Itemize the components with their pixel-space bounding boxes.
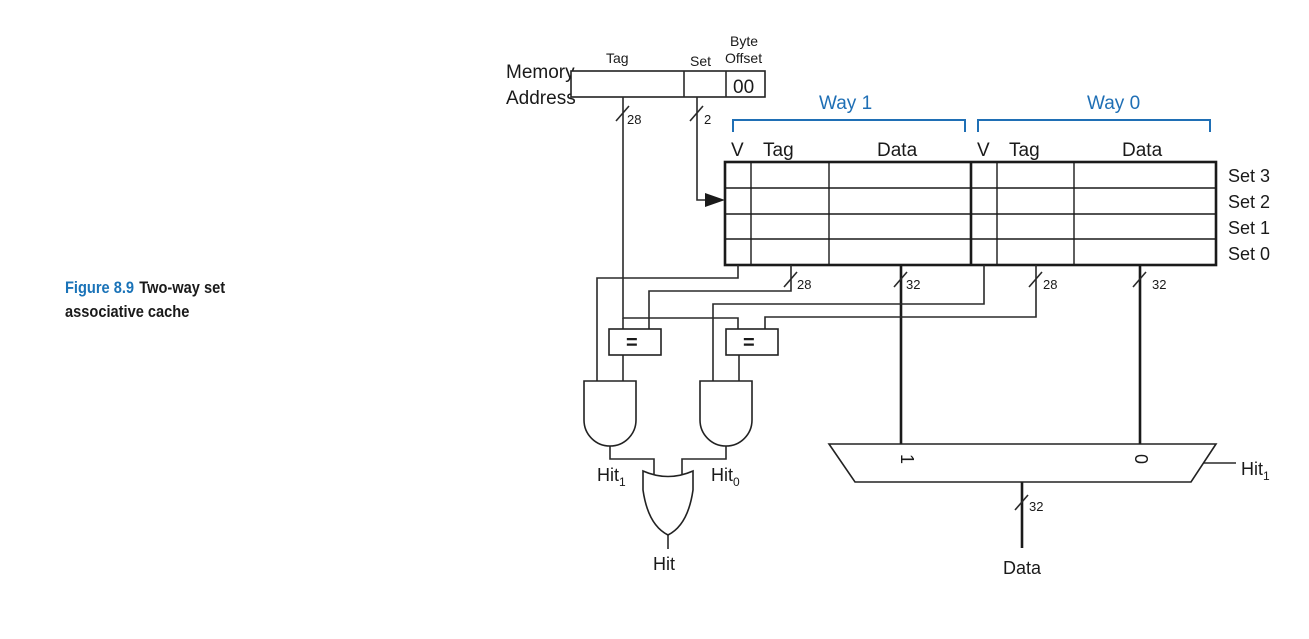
hit1-wire <box>609 446 655 474</box>
comparator-way0-symbol: = <box>743 332 755 354</box>
mux-select-label: Hit1 <box>1241 459 1270 483</box>
way0-tag-width-slash <box>1028 271 1043 288</box>
mux-input-0-label: 0 <box>1131 454 1151 464</box>
and-gate-way0 <box>699 380 753 447</box>
hit0-label: Hit0 <box>711 465 740 489</box>
way1-data-bus-width: 32 <box>906 277 920 292</box>
figure-title-line2: associative cache <box>65 302 190 321</box>
way1-col-tag: Tag <box>763 140 794 161</box>
figure-label: Figure 8.9 <box>65 278 135 297</box>
way0-label: Way 0 <box>1087 93 1140 114</box>
comparator-way0: = <box>725 328 779 356</box>
way0-col-tag: Tag <box>1009 140 1040 161</box>
set-label-0: Set 0 <box>1228 244 1270 264</box>
memory-address-label-line1: Memory <box>506 62 575 83</box>
address-field-byte-label-line1: Byte <box>730 33 758 49</box>
hit1-label: Hit1 <box>597 465 626 489</box>
address-register-box <box>570 70 766 98</box>
way1-data-width-slash <box>893 271 908 288</box>
hit-output-label: Hit <box>653 554 675 574</box>
way1-tag-bus-width: 28 <box>797 277 811 292</box>
tag-bus-width-slash <box>615 105 630 122</box>
set-bus-wire <box>696 97 707 201</box>
address-field-set-label: Set <box>690 53 711 69</box>
output-bus-width: 32 <box>1029 499 1043 514</box>
memory-address-label-line2: Address <box>506 88 576 109</box>
way1-bracket <box>732 119 966 132</box>
figure-title-line1: Two-way set <box>139 278 226 297</box>
bus-width-labels: 28 2 28 32 28 32 32 <box>627 112 1166 514</box>
way0-tag-wire <box>764 265 1037 329</box>
comparator-way0-box <box>725 328 779 356</box>
comparator-way1: = <box>608 328 662 356</box>
data-output-label: Data <box>1003 558 1042 578</box>
comparator-way1-box <box>608 328 662 356</box>
and-gate-way1 <box>583 380 637 447</box>
address-field-tag-label: Tag <box>606 50 629 66</box>
or-gate <box>642 469 694 536</box>
cache-table <box>723 160 1218 267</box>
way0-valid-wire <box>712 265 985 381</box>
address-field-byte-label-line2: Offset <box>725 50 762 66</box>
way1-valid-wire <box>596 265 739 381</box>
way1-col-data: Data <box>877 140 918 161</box>
wires <box>596 97 1236 549</box>
way0-col-data: Data <box>1122 140 1163 161</box>
way1-col-v: V <box>731 140 744 161</box>
byte-offset-value: 00 <box>733 77 754 98</box>
set-bus-width: 2 <box>704 112 711 127</box>
way1-tag-wire <box>648 265 792 329</box>
way1-label: Way 1 <box>819 93 872 114</box>
set-label-1: Set 1 <box>1228 218 1270 238</box>
output-bus-width-slash <box>1014 494 1029 511</box>
set-bus-width-slash <box>689 105 704 122</box>
way0-data-width-slash <box>1132 271 1147 288</box>
tag-bus-wire <box>622 97 739 329</box>
way0-data-bus-width: 32 <box>1152 277 1166 292</box>
set-label-2: Set 2 <box>1228 192 1270 212</box>
tag-bus-width: 28 <box>627 112 641 127</box>
set-label-3: Set 3 <box>1228 166 1270 186</box>
way0-bracket <box>977 119 1211 132</box>
way1-tag-width-slash <box>783 271 798 288</box>
comparator-way1-symbol: = <box>626 332 638 354</box>
way0-col-v: V <box>977 140 990 161</box>
memory-address-register: Memory Address Tag Set Byte Offset 00 <box>506 33 766 109</box>
hit0-wire <box>681 446 727 474</box>
way0-tag-bus-width: 28 <box>1043 277 1057 292</box>
set-labels: Set 3 Set 2 Set 1 Set 0 <box>1228 166 1270 264</box>
set-index-arrow-icon <box>705 193 725 207</box>
way-headers: Way 1 Way 0 V Tag Data V Tag Data <box>731 93 1211 161</box>
mux-input-1-label: 1 <box>897 454 917 464</box>
multiplexer <box>827 443 1218 483</box>
